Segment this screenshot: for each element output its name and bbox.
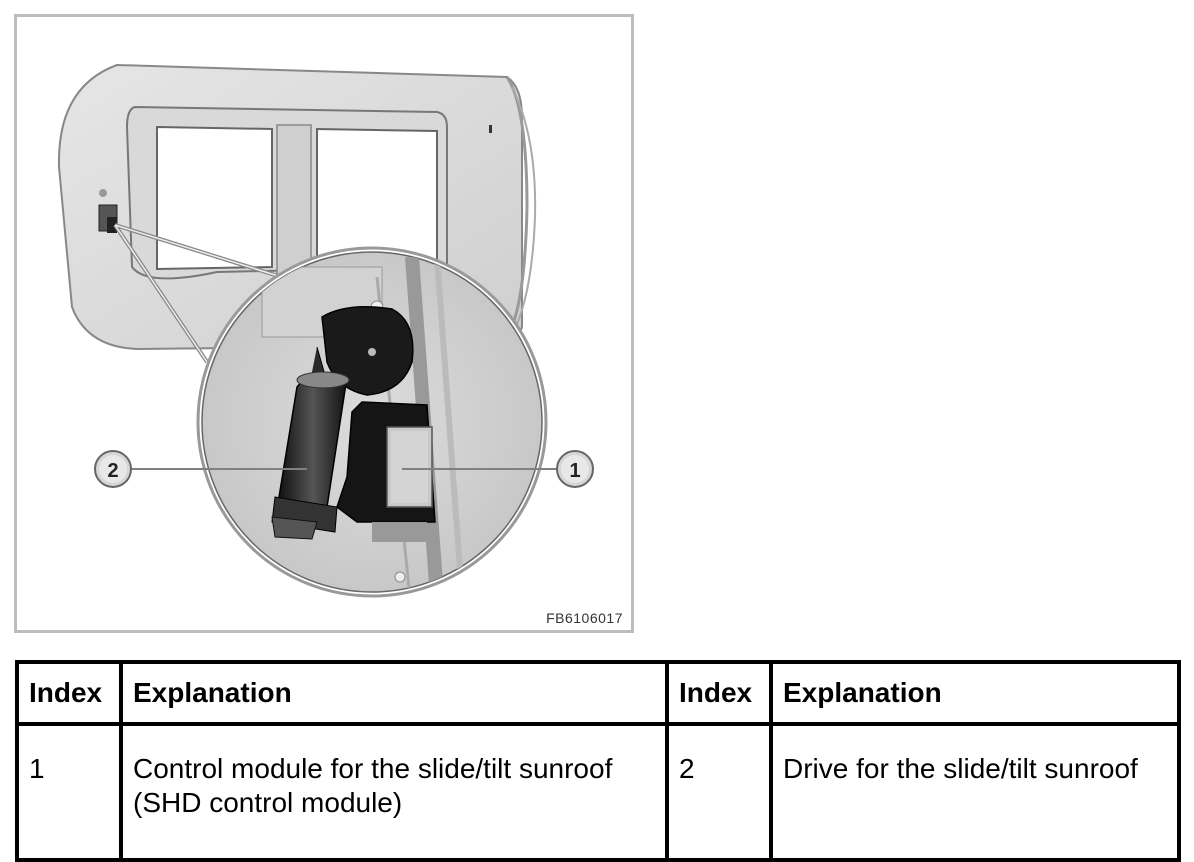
row-index-2: 2 <box>665 722 773 862</box>
legend-table: Index Explanation Index Explanation 1 Co… <box>15 660 1181 862</box>
header-explanation-2: Explanation <box>769 660 1181 726</box>
magnifier-leaders <box>113 223 308 364</box>
callout-2-label: 2 <box>107 460 118 482</box>
explanation-1-line-2: (SHD control module) <box>133 787 403 818</box>
table-row: 1 Control module for the slide/tilt sunr… <box>15 722 1181 862</box>
control-module <box>386 426 433 508</box>
magnifier-detail <box>196 246 548 598</box>
explanation-1-line-1: Control module for the slide/tilt sunroo… <box>133 753 613 784</box>
header-explanation-1: Explanation <box>119 660 669 726</box>
row-explanation-2: Drive for the slide/tilt sunroof <box>769 722 1181 862</box>
figure-code: FB6106017 <box>546 610 623 626</box>
header-index-1: Index <box>15 660 123 726</box>
drive-motor <box>271 371 350 540</box>
row-index-1: 1 <box>15 722 123 862</box>
callout-2: 2 <box>94 450 307 488</box>
row-explanation-1: Control module for the slide/tilt sunroo… <box>119 722 669 862</box>
roof-panel <box>57 63 537 351</box>
figure-frame: 2 1 FB6106017 <box>14 14 634 633</box>
sunroof-illustration: 2 1 <box>57 63 594 598</box>
legend-header-row: Index Explanation Index Explanation <box>15 660 1181 726</box>
header-index-2: Index <box>665 660 773 726</box>
callout-1-label: 1 <box>569 460 580 482</box>
callout-1: 1 <box>402 450 594 488</box>
